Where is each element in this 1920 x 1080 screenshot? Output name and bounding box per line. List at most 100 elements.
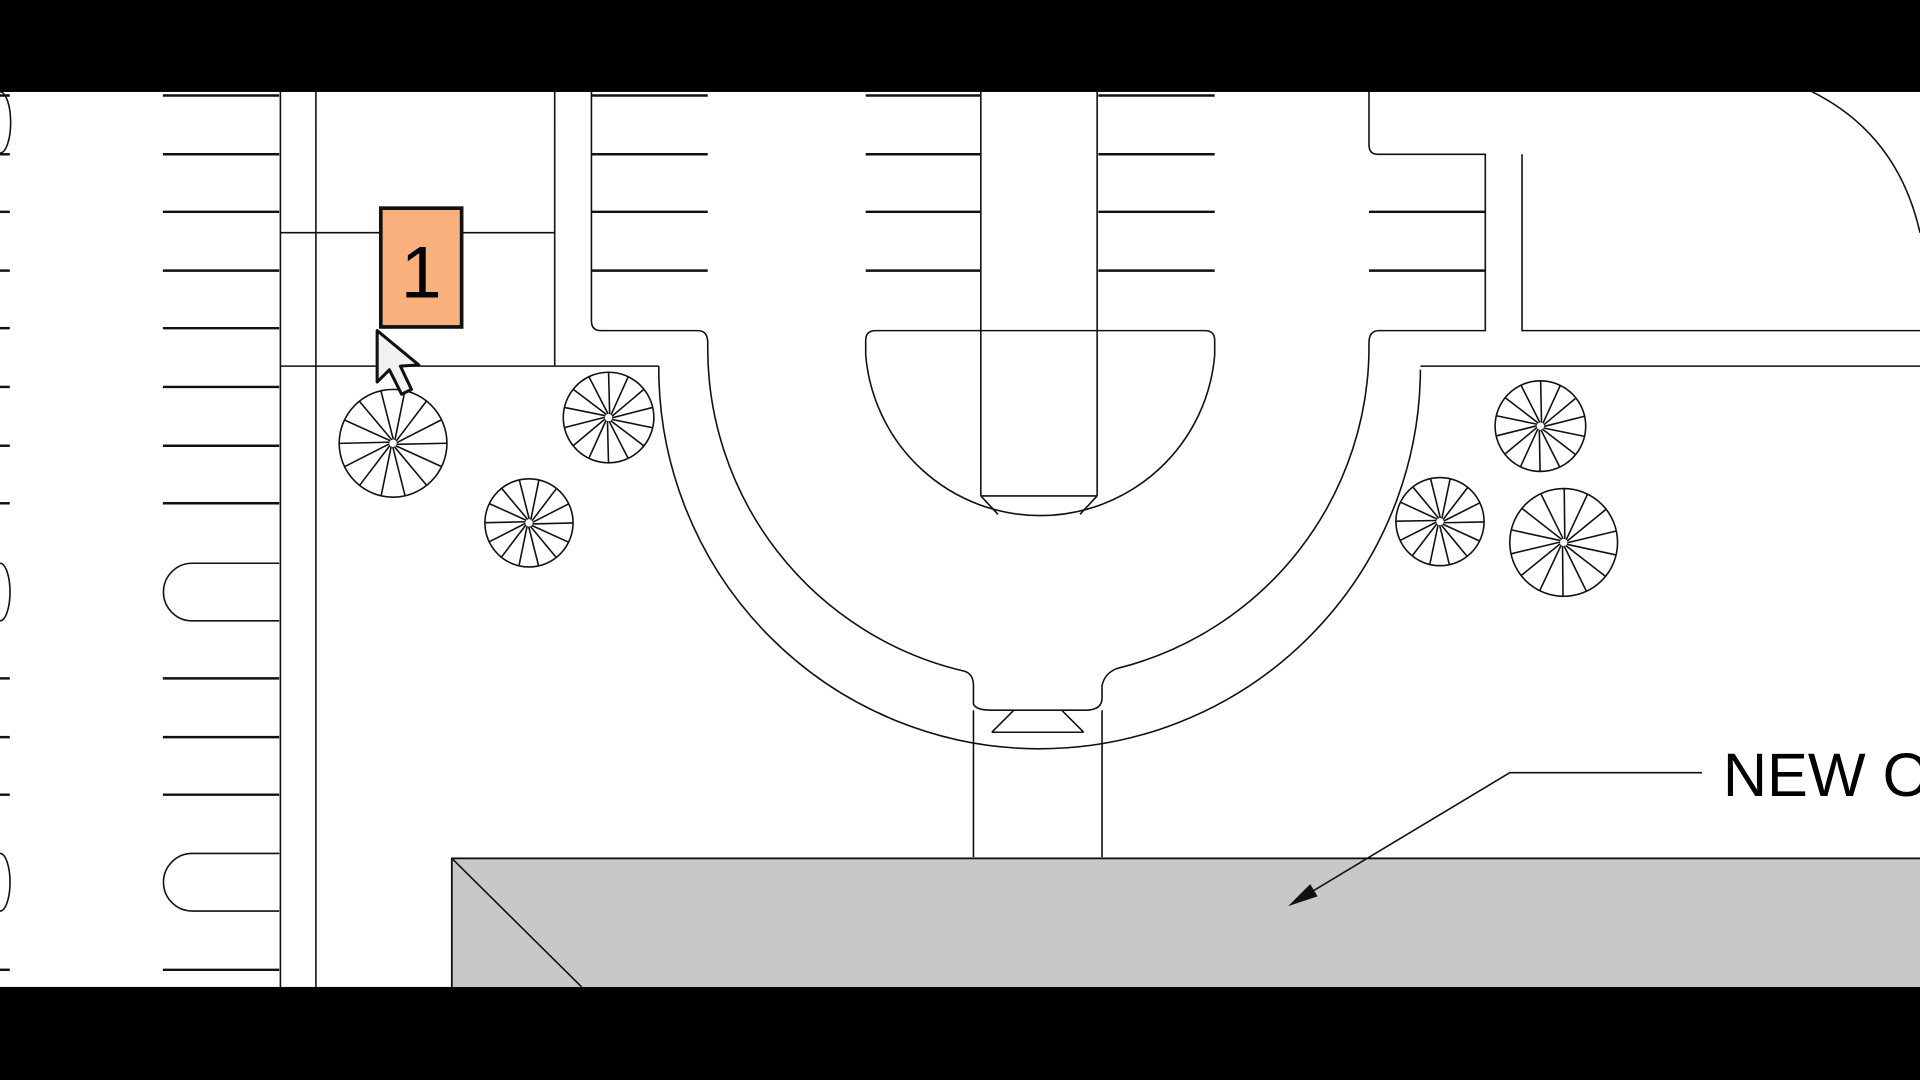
stripe-line: [588, 419, 607, 459]
stripe-line: [607, 372, 611, 415]
stripe-line: [1442, 486, 1469, 521]
stripe-line: [1504, 426, 1538, 455]
stripe-line: [1438, 525, 1451, 565]
trees: [338, 371, 1619, 598]
stripe-line: [358, 444, 391, 486]
tree-symbol: [338, 388, 448, 498]
stripe-line: [392, 446, 406, 496]
stripe-line: [395, 445, 442, 468]
tree-symbol: [1509, 487, 1619, 598]
stripe-line: [500, 487, 529, 520]
stripe-line: [1519, 428, 1539, 468]
stripe-line: [1543, 415, 1585, 428]
stripe-line: [395, 400, 428, 442]
stripe-line: [344, 419, 391, 442]
stripe-line: [518, 525, 528, 566]
tree-symbol: [562, 371, 655, 464]
stripe-line: [500, 524, 527, 558]
stripe-line: [1563, 488, 1566, 539]
stripe-line: [488, 502, 527, 522]
stripe-line: [572, 388, 607, 416]
walkways: [279, 91, 1920, 987]
stripe-line: [1541, 428, 1577, 456]
stripe-line: [380, 446, 393, 496]
stripe-line: [488, 522, 526, 543]
stripe-line: [1495, 425, 1537, 437]
stripe-line: [1543, 397, 1577, 426]
stripe-line: [531, 524, 569, 543]
stripe-line: [1538, 429, 1541, 472]
stripe-line: [1429, 478, 1442, 519]
stripe-line: [1443, 502, 1481, 522]
stripe-line: [1542, 385, 1561, 424]
tree-symbol: [1494, 380, 1587, 473]
building-callout-label: NEW OF: [1723, 741, 1920, 809]
stripe-line: [611, 418, 653, 429]
stripe-line: [1520, 384, 1541, 423]
stripe-line: [610, 419, 645, 447]
stripe-line: [344, 443, 390, 468]
stripe-line: [1563, 545, 1588, 592]
stripe-line: [608, 420, 629, 459]
stripe-line: [610, 376, 629, 416]
stripe-line: [1400, 501, 1438, 520]
stripe-line: [1521, 507, 1563, 541]
step-badge[interactable]: 1: [378, 206, 464, 329]
tree-symbol: [484, 477, 574, 568]
stripe-line: [1565, 544, 1606, 578]
stripe-line: [1565, 493, 1589, 541]
stripe-line: [1441, 478, 1451, 519]
stripe-line: [1543, 427, 1585, 438]
step-badge-number: 1: [401, 231, 442, 314]
stripe-line: [1395, 519, 1437, 523]
arrow-pointer-icon: [375, 329, 421, 396]
stripe-line: [396, 419, 442, 444]
stripe-line: [1504, 397, 1539, 424]
bottom-letterbox: [0, 986, 1920, 1080]
stripe-line: [532, 503, 570, 524]
stripe-line: [1538, 544, 1562, 592]
stripe-line: [1566, 508, 1607, 542]
stripe-line: [564, 416, 606, 429]
stripe-line: [1412, 486, 1440, 519]
stripe-line: [484, 520, 526, 524]
stripe-line: [531, 487, 558, 522]
stripe-line: [396, 442, 447, 446]
callout-leader: [1288, 771, 1703, 907]
stripe-line: [527, 526, 540, 567]
stripe-line: [1566, 543, 1617, 556]
stripe-line: [380, 390, 395, 440]
new-building: [450, 857, 1920, 987]
stripe-line: [1429, 524, 1439, 565]
tree-symbol: [1395, 476, 1485, 567]
stripe-line: [1520, 543, 1561, 577]
stripe-line: [612, 406, 653, 419]
stripe-line: [1442, 523, 1480, 542]
top-letterbox: [0, 0, 1920, 92]
left-islands: [0, 91, 280, 912]
stripe-line: [394, 390, 406, 441]
stripe-line: [1510, 541, 1561, 555]
stripe-line: [393, 446, 428, 486]
stripe-line: [529, 525, 557, 558]
stripe-line: [339, 441, 390, 445]
stripe-line: [518, 479, 531, 520]
stripe-line: [530, 479, 540, 520]
stripe-line: [564, 406, 606, 417]
stripe-line: [1567, 530, 1617, 544]
stripe-line: [1440, 524, 1468, 557]
stripe-line: [1540, 493, 1564, 540]
stripe-line: [611, 388, 645, 417]
stripe-line: [1399, 521, 1437, 542]
stripe-line: [1540, 429, 1561, 468]
stripe-line: [1443, 521, 1485, 524]
stripe-line: [572, 418, 606, 447]
stripe-line: [606, 421, 610, 463]
stripe-line: [358, 400, 393, 441]
stripe-line: [532, 522, 574, 525]
stripe-line: [1411, 523, 1438, 557]
drawing-canvas: [0, 91, 1920, 987]
stripe-line: [1496, 414, 1538, 426]
stripe-line: [1511, 529, 1561, 542]
